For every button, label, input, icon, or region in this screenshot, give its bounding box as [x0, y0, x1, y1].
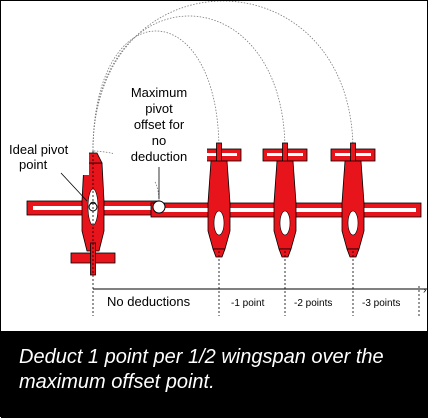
swing-arcs — [92, 1, 354, 202]
arc-1 — [92, 30, 220, 152]
max-offset-pivot-marker — [152, 200, 166, 214]
scale-arrow-right: › — [423, 285, 426, 296]
arc-3 — [92, 1, 354, 152]
ideal-pivot-line2: point — [19, 157, 48, 172]
arc-offset — [92, 150, 160, 202]
offset-airplane-1 — [196, 142, 242, 258]
label-no-deductions: No deductions — [107, 294, 191, 309]
caption-box: Deduct 1 point per 1/2 wingspan over the… — [1, 331, 428, 418]
max-offset-line1: Maximum — [131, 85, 187, 100]
max-offset-line2: pivot — [145, 101, 173, 116]
caption-text: Deduct 1 point per 1/2 wingspan over the… — [19, 346, 384, 393]
label-minus3: -3 points — [362, 298, 400, 309]
offset-airplane-3 — [330, 142, 376, 258]
max-offset-label: Maximum pivot offset for no deduction — [113, 81, 207, 199]
max-offset-line3: offset for — [134, 117, 185, 132]
arc-2 — [92, 15, 286, 152]
max-offset-line5: deduction — [131, 149, 187, 164]
max-offset-line4: no — [152, 133, 166, 148]
ideal-pivot-label: Ideal pivot point — [7, 139, 89, 202]
offset-airplane-2 — [262, 142, 308, 258]
label-minus2: -2 points — [294, 298, 332, 309]
pivot-offset-diagram: .red { fill:#e8141b; stroke:#000; stroke… — [7, 1, 427, 316]
ideal-pivot-line1: Ideal pivot — [9, 142, 69, 157]
label-minus1: -1 point — [231, 298, 265, 309]
